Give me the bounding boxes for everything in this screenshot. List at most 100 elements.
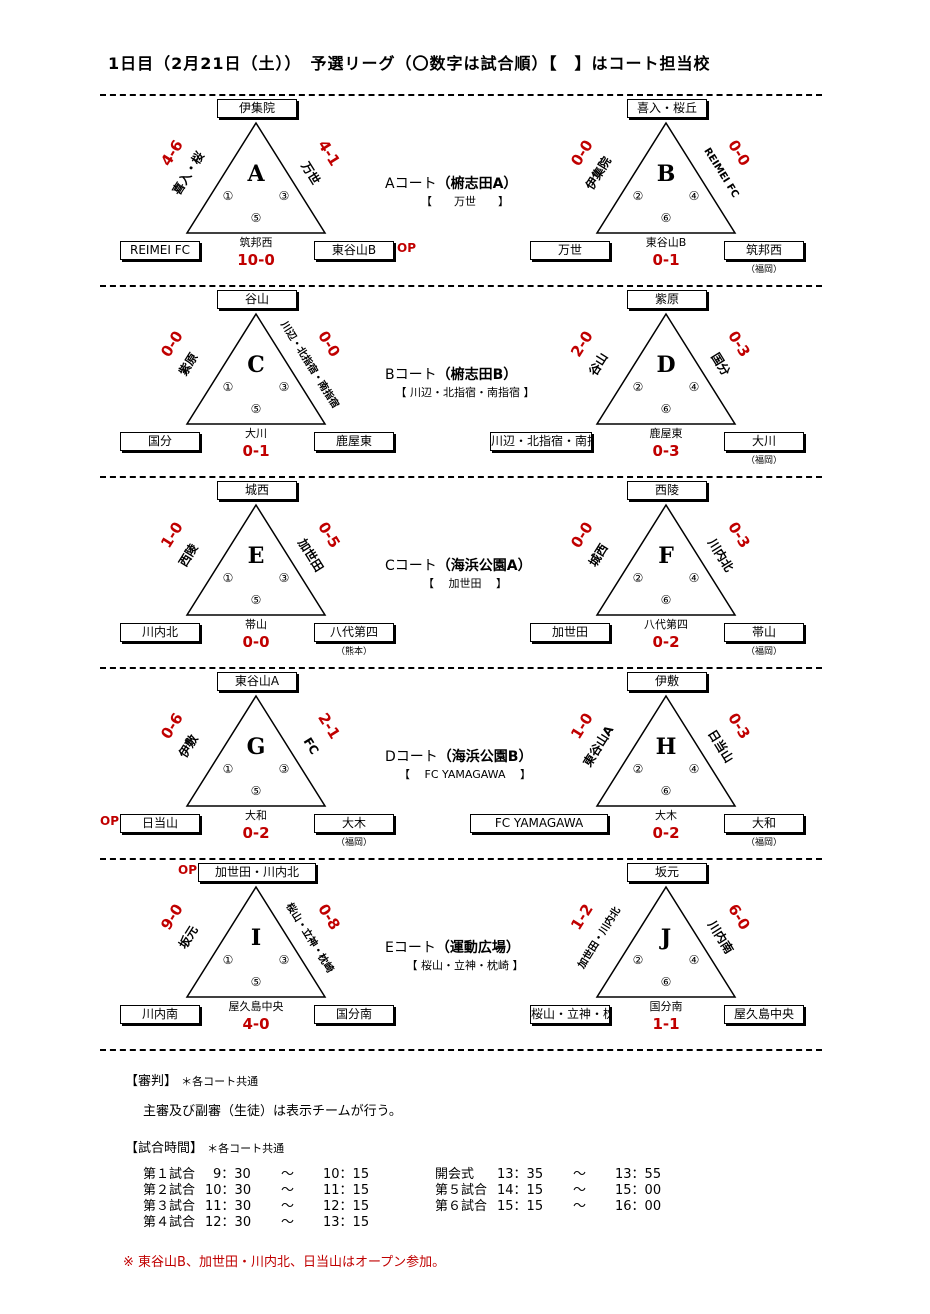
match-order: ② (632, 953, 644, 967)
group-F-triangle (595, 503, 737, 616)
group-H-top-team: 伊敷 (627, 672, 707, 691)
schedule-start: 13：35 (497, 1167, 544, 1182)
group-E-right-team: 八代第四 (314, 623, 394, 642)
court-1-duty-school: 【 川辺・北指宿・南指宿 】 (395, 386, 535, 399)
referee-note: ＊各コート共通 (181, 1075, 259, 1088)
schedule-start: 9：30 (213, 1167, 251, 1182)
match-order: ④ (688, 189, 700, 203)
page-title: 1日目（2月21日（土）） 予選リーグ（〇数字は試合順）【 】はコート担当校 (108, 54, 711, 73)
court-1-title: Bコート（椨志田B） (385, 364, 517, 384)
triangle-outline (595, 121, 737, 234)
group-D-left-team: 川辺・北指宿・南指宿 (490, 432, 592, 451)
triangle-outline (185, 885, 327, 998)
group-G-letter: G (246, 734, 266, 760)
group-J-right-team: 屋久島中央 (724, 1005, 804, 1024)
match-order: ⑥ (660, 975, 672, 989)
schedule-start: 14：15 (497, 1183, 544, 1198)
schedule-end: 16：00 (615, 1199, 662, 1214)
match-order: ③ (278, 953, 290, 967)
group-E-left-team: 川内北 (120, 623, 200, 642)
group-G-triangle (185, 694, 327, 807)
match-order: ④ (688, 380, 700, 394)
op-mark: OP (100, 814, 119, 828)
group-E-bottom-name: 帯山 (245, 618, 267, 631)
section-divider (100, 476, 822, 478)
schedule-label: 第４試合 (143, 1215, 196, 1230)
group-C-right-team: 鹿屋東 (314, 432, 394, 451)
schedule-label: 第１試合 (143, 1167, 196, 1182)
schedule-label: 第６試合 (435, 1199, 488, 1214)
triangle-outline (595, 694, 737, 807)
schedule-label: 第３試合 (143, 1199, 196, 1214)
match-order: ① (222, 762, 234, 776)
group-J-bottom-name: 国分南 (649, 1000, 683, 1013)
court-name: Aコート (385, 176, 437, 192)
court-venue: （椨志田B） (436, 367, 518, 383)
schedule-sep: ～ (281, 1199, 295, 1214)
match-order: ② (632, 571, 644, 585)
group-B-bottom-score: 0-1 (652, 251, 680, 269)
group-F-letter: F (658, 543, 674, 569)
schedule-sep: ～ (573, 1199, 587, 1214)
match-order: ⑥ (660, 211, 672, 225)
match-order: ② (632, 380, 644, 394)
group-C-triangle (185, 312, 327, 425)
group-D-letter: D (656, 352, 676, 378)
schedule-sep: ～ (281, 1215, 295, 1230)
section-divider (100, 285, 822, 287)
court-name: Eコート (385, 940, 436, 956)
schedule-sep: ～ (281, 1183, 295, 1198)
court-3-duty-school: 【 FC YAMAGAWA 】 (399, 768, 531, 781)
group-C-top-team: 谷山 (217, 290, 297, 309)
triangle-outline (185, 503, 327, 616)
schedule-sep: ～ (281, 1167, 295, 1182)
match-order: ② (632, 189, 644, 203)
referee-text: 主審及び副審（生徒）は表示チームが行う。 (143, 1104, 402, 1119)
court-3-title: Dコート（海浜公園B） (385, 746, 532, 766)
schedule-sep: ～ (573, 1183, 587, 1198)
match-order: ④ (688, 571, 700, 585)
match-order: ② (632, 762, 644, 776)
match-order: ⑥ (660, 784, 672, 798)
group-A-right-team: 東谷山B (314, 241, 394, 260)
group-I-top-team: 加世田・川内北 (198, 863, 316, 882)
match-order: ③ (278, 380, 290, 394)
group-E-top-team: 城西 (217, 481, 297, 500)
group-G-right-team: 大木 (314, 814, 394, 833)
section-divider (100, 858, 822, 860)
group-A-letter: A (247, 161, 265, 187)
group-C-left-team: 国分 (120, 432, 200, 451)
group-G-left-team: 日当山 (120, 814, 200, 833)
group-E-bottom-score: 0-0 (242, 633, 270, 651)
triangle-outline (185, 694, 327, 807)
schedule-label: 第２試合 (143, 1183, 196, 1198)
match-order: ⑤ (250, 402, 262, 416)
group-D-right-team-region: （福岡） (745, 456, 782, 466)
group-G-right-team-region: （福岡） (335, 838, 372, 848)
section-divider (100, 94, 822, 96)
court-2-title: Cコート（海浜公園A） (385, 555, 532, 575)
group-C-letter: C (247, 352, 265, 378)
group-A-bottom-score: 10-0 (237, 251, 275, 269)
group-A-triangle (185, 121, 327, 234)
group-D-bottom-name: 鹿屋東 (649, 427, 683, 440)
schedule-start: 10：30 (205, 1183, 252, 1198)
group-F-left-team: 加世田 (530, 623, 610, 642)
group-H-letter: H (655, 734, 677, 760)
group-B-right-team-region: （福岡） (745, 265, 782, 275)
court-0-duty-school: 【 万世 】 (421, 195, 509, 208)
schedule-end: 13：15 (323, 1215, 370, 1230)
match-order: ③ (278, 762, 290, 776)
times-heading-row: 【試合時間】 ＊各コート共通 (125, 1137, 284, 1156)
group-A-left-team: REIMEI FC (120, 241, 200, 260)
court-venue: （椨志田A） (436, 176, 518, 192)
group-F-top-team: 西陵 (627, 481, 707, 500)
footnote: ※ 東谷山B、加世田・川内北、日当山はオープン参加。 (123, 1255, 446, 1270)
match-order: ① (222, 571, 234, 585)
group-J-top-team: 坂元 (627, 863, 707, 882)
triangle-outline (185, 121, 327, 234)
triangle-outline (185, 312, 327, 425)
group-F-right-team: 帯山 (724, 623, 804, 642)
court-2-duty-school: 【 加世田 】 (423, 577, 507, 590)
group-H-bottom-score: 0-2 (652, 824, 680, 842)
